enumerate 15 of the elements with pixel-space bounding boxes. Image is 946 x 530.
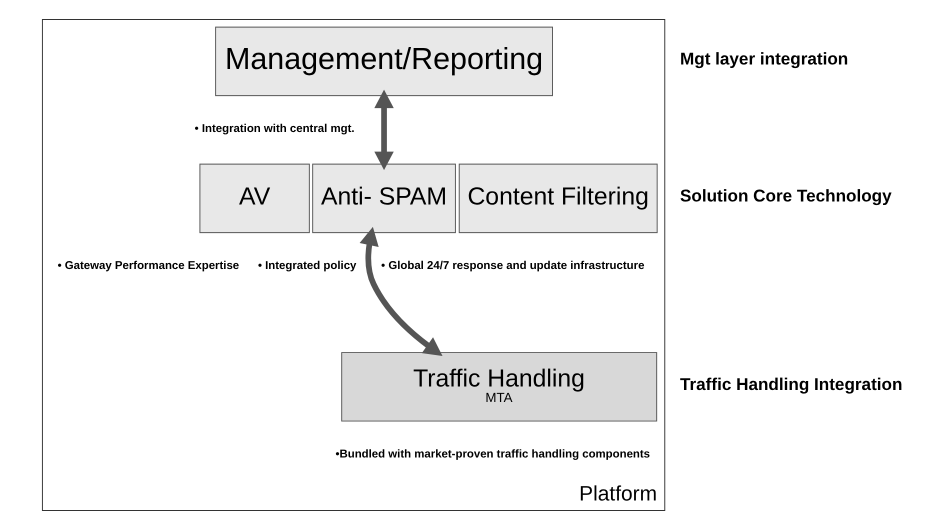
label: • Integration with central mgt.: [194, 122, 354, 135]
node-box: Anti- SPAM: [312, 164, 456, 234]
label: •Bundled with market-proven traffic handling components: [335, 448, 650, 460]
label: Traffic Handling Integration: [680, 375, 902, 394]
label: Mgt layer integration: [680, 50, 848, 69]
node-box: Traffic Handling MTA: [340, 352, 657, 422]
node-box: Content Filtering: [458, 164, 658, 234]
node-box: AV: [198, 164, 310, 234]
arrow: [359, 226, 442, 356]
label: • Gateway Performance Expertise: [57, 260, 239, 272]
arrow: [374, 90, 394, 170]
label: Solution Core Technology: [680, 186, 892, 206]
node-box: Management/Reporting: [214, 26, 552, 96]
label: • Integrated policy: [257, 260, 356, 272]
label: • Global 24/7 response and update infrastructure: [380, 260, 644, 272]
